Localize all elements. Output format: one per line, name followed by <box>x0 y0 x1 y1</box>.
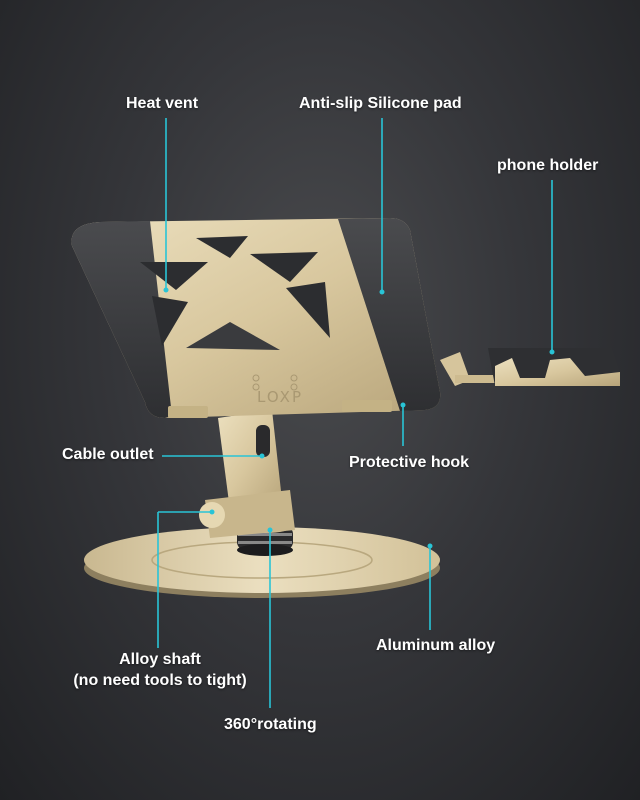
alloy-shaft-title: Alloy shaft <box>119 651 201 668</box>
laptop-tray: LOXP <box>71 218 441 418</box>
aluminum-alloy-label: Aluminum alloy <box>376 637 496 654</box>
phone-holder-label: phone holder <box>497 157 599 174</box>
phone-holder <box>440 348 620 386</box>
anti-slip-pad-label: Anti-slip Silicone pad <box>299 95 462 112</box>
alloy-shaft-note: (no need tools to tight) <box>73 672 247 689</box>
alloy-shaft-label: Alloy shaft (no need tools to tight) <box>62 651 258 690</box>
stand-arm <box>199 410 295 538</box>
cable-outlet-label: Cable outlet <box>62 446 154 463</box>
heat-vent-label: Heat vent <box>126 95 199 112</box>
rotating-label: 360°rotating <box>224 716 317 733</box>
callout-lines <box>157 118 555 708</box>
base-disc <box>84 527 440 598</box>
protective-hook-label: Protective hook <box>349 454 470 471</box>
brand-logo: LOXP <box>257 388 303 406</box>
